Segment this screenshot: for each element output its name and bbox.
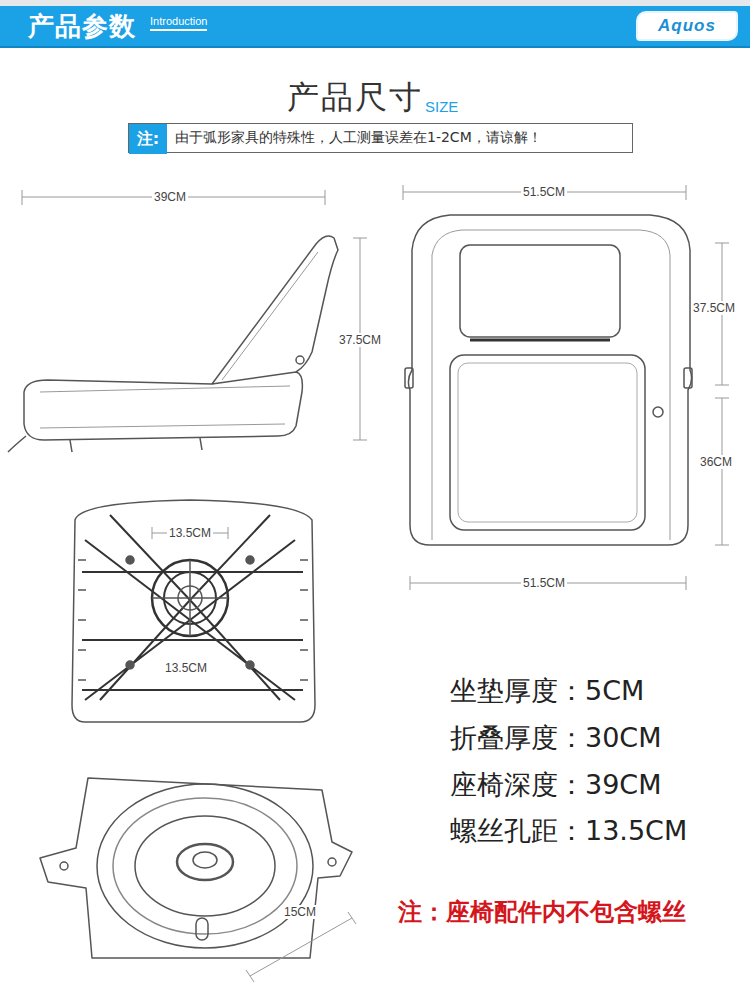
dimension-label: 51.5CM — [521, 576, 567, 590]
spec-line: 折叠厚度：30CM — [450, 722, 662, 754]
dimension-label: 37.5CM — [691, 301, 737, 315]
section-subheading: Introduction — [150, 15, 207, 31]
note-box: 由于弧形家具的特殊性，人工测量误差在1-2CM，请谅解！ 注: — [128, 123, 633, 153]
brand-name: Aquos — [658, 16, 716, 36]
note-text: 由于弧形家具的特殊性，人工测量误差在1-2CM，请谅解！ — [175, 129, 542, 147]
note-tag: 注: — [129, 124, 167, 154]
page-title: 产品尺寸 — [287, 76, 423, 120]
warning-note: 注：座椅配件内不包含螺丝 — [398, 896, 686, 928]
dimension-lines — [22, 185, 729, 982]
dimension-label: 36CM — [698, 455, 734, 469]
header-band: 产品参数 Introduction Aquos — [0, 6, 750, 48]
dimension-label: 13.5CM — [163, 661, 209, 675]
note-marker: 注: — [137, 129, 159, 150]
brand-logo: Aquos — [636, 11, 738, 41]
spec-line: 坐垫厚度：5CM — [450, 675, 644, 707]
title-suffix: SIZE — [425, 98, 458, 115]
section-heading: 产品参数 — [28, 9, 136, 44]
swivel-plate — [40, 778, 352, 958]
dimension-label: 51.5CM — [521, 185, 567, 199]
dimension-label: 37.5CM — [337, 333, 383, 347]
dimension-label: 39CM — [152, 190, 188, 204]
bottom-view — [72, 500, 315, 722]
dimension-label: 15CM — [282, 905, 318, 919]
front-view — [405, 215, 692, 545]
spec-line: 座椅深度：39CM — [450, 769, 662, 801]
dimension-label: 13.5CM — [167, 526, 213, 540]
side-view — [8, 236, 338, 452]
spec-line: 螺丝孔距：13.5CM — [450, 815, 687, 847]
